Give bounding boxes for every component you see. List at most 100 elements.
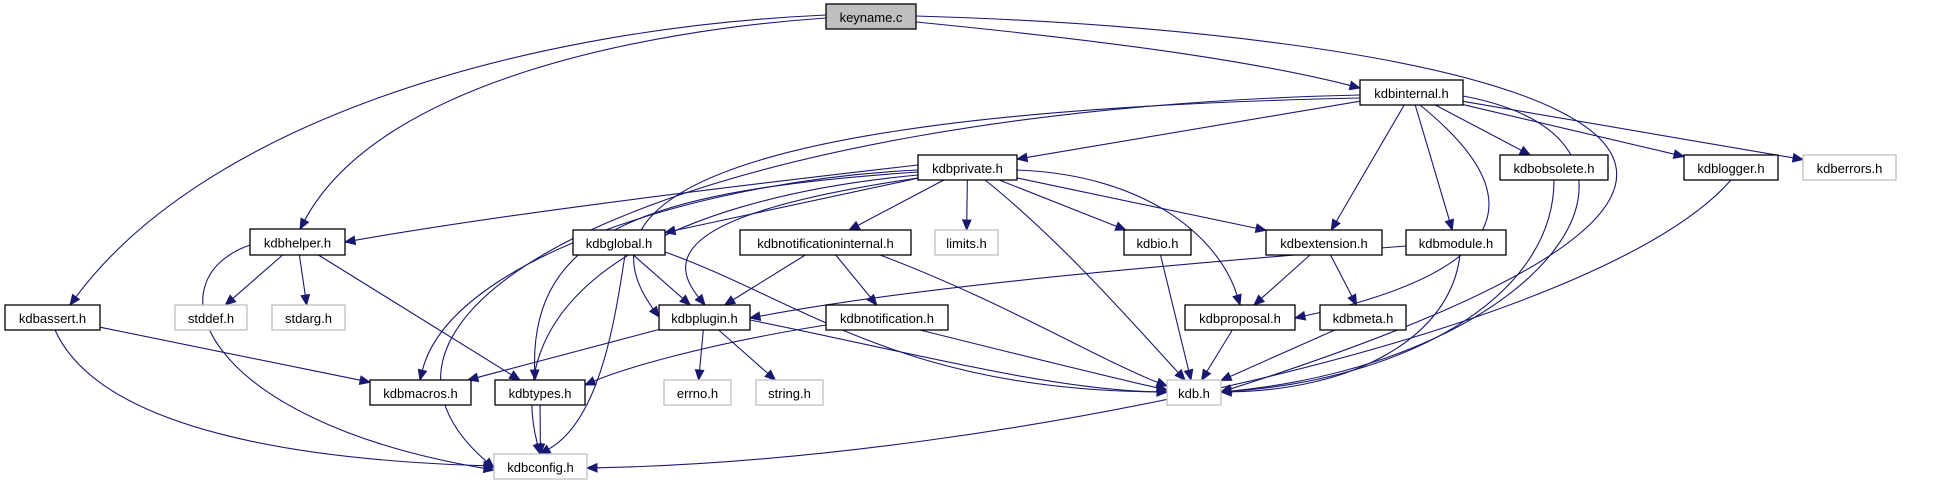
arrowhead-icon [848, 220, 861, 231]
edge-line [54, 329, 485, 467]
node-keyname-c: keyname.c [825, 3, 917, 30]
edge-keyname-c-to-kdbinternal-h [915, 21, 1362, 91]
node-box [1123, 229, 1192, 256]
node-kdbassert-h[interactable]: kdbassert.h [4, 304, 101, 331]
arrowhead-icon [1253, 294, 1266, 306]
edge-kdbmeta-h-to-kdb-h [1219, 329, 1336, 382]
edge-kdbnotification-h-to-kdbtypes-h [583, 324, 827, 386]
edge-line [1462, 104, 1675, 155]
edge-kdbglobal-h-to-kdbconfig-h [538, 254, 626, 455]
node-kdbmodule-h[interactable]: kdbmodule.h [1405, 229, 1507, 256]
node-box [1405, 229, 1507, 256]
edge-line [1230, 95, 1580, 392]
node-label: stdarg.h [285, 311, 332, 326]
arrowhead-icon [1200, 368, 1212, 382]
edge-line [75, 14, 827, 298]
edge-kdbprivate-h-to-kdbextension-h [1016, 177, 1268, 233]
edge-line [548, 254, 626, 450]
arrowhead-icon [1330, 218, 1341, 232]
node-limits-h[interactable]: limits.h [934, 229, 999, 256]
node-kdbprivate-h[interactable]: kdbprivate.h [917, 154, 1018, 181]
arrowhead-icon [748, 311, 762, 321]
node-stddef-h[interactable]: stddef.h [174, 304, 248, 331]
node-kdbplugin-h[interactable]: kdbplugin.h [658, 304, 751, 331]
edge-line [718, 329, 769, 374]
edge-line [1335, 104, 1405, 222]
edge-kdbprivate-h-to-kdbproposal-h [1016, 169, 1242, 307]
node-kdbio-h[interactable]: kdbio.h [1123, 229, 1192, 256]
edge-kdbextension-h-to-kdbproposal-h [1253, 254, 1311, 306]
arrowhead-icon [1444, 218, 1455, 232]
node-box [494, 379, 586, 406]
node-label: kdbnotificationinternal.h [757, 236, 894, 251]
node-kdbproposal-h[interactable]: kdbproposal.h [1184, 304, 1296, 331]
edge-kdbprivate-h-to-kdbplugin-h [685, 177, 919, 306]
edge-kdbplugin-h-to-string-h [718, 329, 777, 381]
edge-kdbinternal-h-to-kdbconfig-h [440, 94, 1361, 469]
node-kdberrors-h[interactable]: kdberrors.h [1802, 154, 1897, 181]
node-box [739, 229, 912, 256]
edge-kdbextension-h-to-kdbmeta-h [1330, 254, 1358, 307]
node-label: limits.h [946, 236, 986, 251]
edge-kdbinternal-h-to-kdbproposal-h [1293, 104, 1490, 321]
arrowhead-icon [679, 294, 692, 306]
node-kdbglobal-h[interactable]: kdbglobal.h [572, 229, 666, 256]
edge-kdbinternal-h-to-kdbobsolete-h [1434, 104, 1532, 156]
node-label: kdbio.h [1137, 236, 1179, 251]
node-label: kdbobsolete.h [1514, 161, 1595, 176]
edge-kdbnotificationinternal-h-to-kdbplugin-h [723, 254, 806, 306]
node-stdarg-h[interactable]: stdarg.h [271, 304, 346, 331]
edge-line [674, 177, 919, 232]
arrowhead-icon [508, 370, 521, 381]
edge-line [1434, 104, 1522, 151]
node-label: kdbglobal.h [586, 236, 653, 251]
edge-kdbassert-h-to-kdbconfig-h [54, 329, 496, 471]
node-kdbinternal-h[interactable]: kdbinternal.h [1359, 79, 1464, 106]
edge-kdblogger-h-to-kdbconfig-h [585, 179, 1732, 473]
edge-kdbprivate-h-to-kdb-h [984, 179, 1186, 381]
node-errno-h[interactable]: errno.h [663, 379, 732, 406]
node-kdblogger-h[interactable]: kdblogger.h [1683, 154, 1779, 181]
edges-layer [54, 14, 1805, 474]
node-box [1359, 79, 1464, 106]
node-kdbhelper-h[interactable]: kdbhelper.h [249, 228, 346, 256]
edge-line [699, 329, 704, 371]
node-kdbmacros-h[interactable]: kdbmacros.h [369, 379, 472, 406]
nodes-layer: keyname.c kdbinternal.h kdbprivate.h kdbobs… [4, 3, 1897, 480]
node-kdbconfig-h[interactable]: kdbconfig.h [493, 453, 588, 480]
arrowhead-icon [483, 460, 496, 471]
node-kdbextension-h[interactable]: kdbextension.h [1265, 229, 1383, 256]
arrowhead-icon [1219, 386, 1232, 397]
node-box [1499, 154, 1609, 181]
arrowhead-icon [1114, 221, 1128, 231]
edge-line [749, 319, 1158, 393]
edge-kdbproposal-h-to-kdb-h [1200, 329, 1233, 382]
arrowhead-icon [299, 217, 310, 231]
edge-line [1230, 254, 1461, 393]
node-box [572, 229, 666, 256]
node-kdbnotification-h[interactable]: kdbnotification.h [825, 304, 949, 331]
arrowhead-icon [535, 443, 546, 456]
node-kdbmeta-h[interactable]: kdbmeta.h [1319, 304, 1407, 331]
node-kdbobsolete-h[interactable]: kdbobsolete.h [1499, 154, 1609, 181]
edge-kdbmodule-h-to-kdbplugin-h [748, 245, 1407, 321]
node-kdbnotificationinternal-h[interactable]: kdbnotificationinternal.h [739, 229, 912, 256]
edge-kdbplugin-h-to-errno-h [694, 329, 705, 382]
edge-line [633, 97, 1361, 310]
node-kdbtypes-h[interactable]: kdbtypes.h [494, 379, 586, 406]
node-label: kdbinternal.h [1374, 86, 1448, 101]
arrowhead-icon [224, 294, 237, 306]
node-box [658, 304, 751, 331]
edge-line [1261, 254, 1311, 299]
node-string-h[interactable]: string.h [755, 379, 824, 406]
edge-line [232, 254, 283, 299]
arrowhead-icon [300, 293, 311, 307]
node-kdb-h[interactable]: kdb.h [1166, 379, 1222, 406]
arrowhead-icon [694, 369, 705, 382]
arrowhead-icon [343, 235, 357, 246]
edge-line [318, 254, 512, 376]
edge-line [298, 254, 306, 296]
edge-line [632, 254, 684, 299]
node-label: kdbnotification.h [840, 311, 934, 326]
edge-kdbhelper-h-to-stdarg-h [298, 254, 311, 307]
